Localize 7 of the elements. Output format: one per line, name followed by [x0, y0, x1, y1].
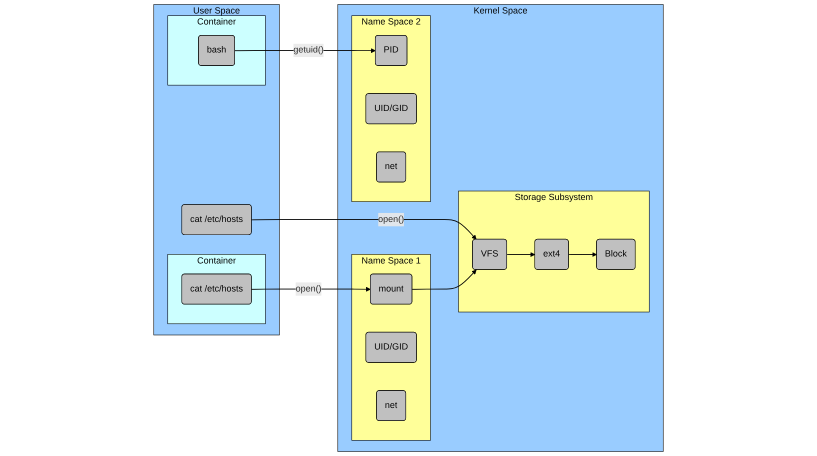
arrow	[412, 270, 477, 290]
arrow	[506, 252, 536, 257]
edge-label: open()	[378, 214, 404, 224]
arrow	[251, 219, 477, 240]
edge-label: open()	[296, 284, 322, 294]
arrow	[568, 252, 597, 257]
edge-label: getuid()	[293, 45, 324, 55]
